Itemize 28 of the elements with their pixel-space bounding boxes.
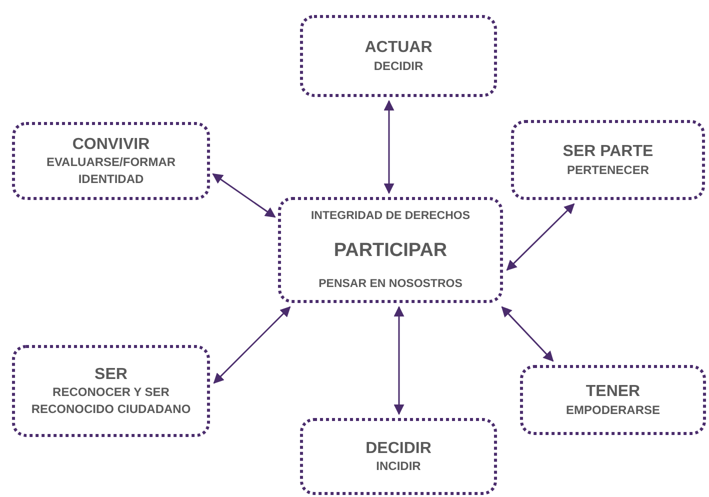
double-arrow <box>501 306 554 362</box>
box-subtitle: PERTENECER <box>566 162 649 178</box>
box-subtitle: INCIDIR <box>376 458 421 474</box>
main-title: PARTICIPAR <box>334 239 448 264</box>
dotted-box <box>520 365 706 435</box>
box-title: SER PARTE <box>562 142 654 162</box>
box-title: TENER <box>586 382 640 402</box>
box-subtitle: EVALUARSE/FORMAR IDENTIDAD <box>45 154 177 187</box>
subtitle: PENSAR EN NOSOSTROS <box>318 278 462 290</box>
dotted-box <box>12 345 210 437</box>
box-subtitle: RECONOCER Y SER RECONOCIDO CIUDADANO <box>30 384 192 417</box>
double-arrow <box>394 306 404 416</box>
subtitle: INTEGRIDAD DE DERECHOS <box>310 210 470 224</box>
double-arrow <box>506 203 575 271</box>
double-arrow <box>212 173 276 218</box>
box-subtitle: EMPODERARSE <box>566 402 660 418</box>
dotted-box <box>511 120 705 200</box>
box-title: ACTUAR <box>364 38 432 58</box>
box-title: DECIDIR <box>366 438 432 458</box>
box-title: SER <box>94 365 128 384</box>
dotted-box <box>12 122 210 200</box>
double-arrow <box>384 100 394 194</box>
dotted-box <box>300 418 497 495</box>
dotted-box <box>278 197 503 303</box>
box-subtitle: DECIDIR <box>374 58 424 74</box>
double-arrow <box>213 306 291 384</box>
dotted-box <box>300 15 497 97</box>
box-title: CONVIVIR <box>72 135 150 154</box>
